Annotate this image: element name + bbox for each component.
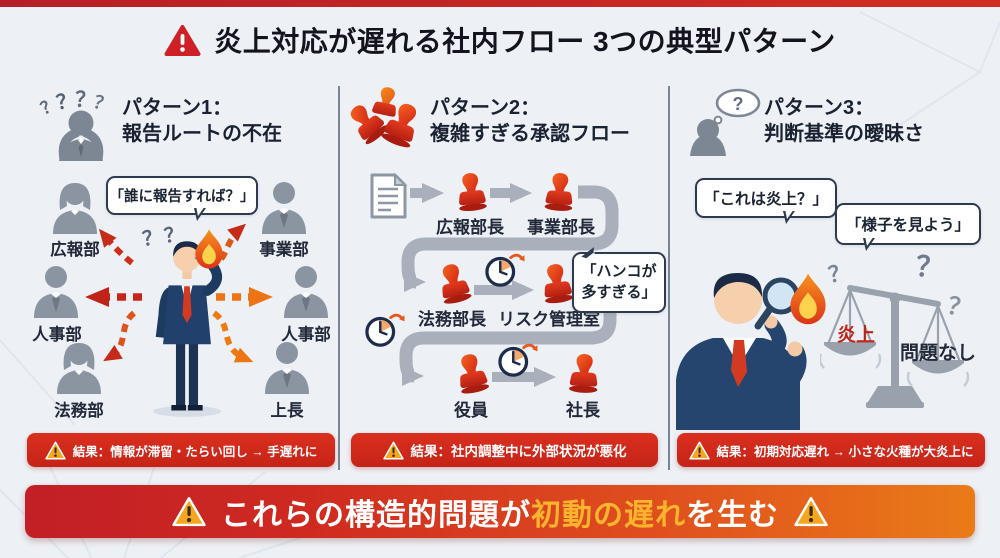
department-label: 事業部: [259, 241, 309, 259]
result-text: 結果：社内調整中に外部状況が悪化: [410, 444, 627, 459]
page-header: 炎上対応が遅れる社内フロー 3つの典型パターン: [0, 20, 1000, 60]
footer-banner: これらの構造的問題が初動の遅れを生む: [25, 485, 975, 538]
speech-text: 「ハンコが: [581, 263, 657, 281]
result-text: 結果：初期対応遅れ → 小さな火種が大炎上に: [716, 444, 974, 459]
top-accent-bar: [0, 0, 1000, 7]
businessman-illustration: [152, 241, 223, 417]
warning-icon: [794, 496, 828, 527]
footer-text-before: これらの構造的問題が: [221, 498, 531, 532]
department-label: 法務部: [54, 402, 104, 420]
step-label: リスク管理室: [498, 310, 600, 329]
pattern2-title-line2: 複雑すぎる承認フロー: [430, 123, 630, 145]
pattern3-title-line2: 判断基準の曖昧さ: [764, 123, 924, 145]
step-label: 広報部長: [436, 218, 504, 237]
question-mark: ?: [733, 94, 744, 114]
step-label: 社長: [566, 401, 600, 420]
pattern1-title-line2: 報告ルートの不在: [122, 123, 282, 145]
result-text: 結果：情報が滞留・たらい回し → 手遅れに: [72, 444, 318, 459]
stamp-icon: [451, 170, 492, 215]
stamp-icon: [540, 171, 580, 214]
flame-icon: [192, 228, 226, 270]
clock-icon: [364, 310, 406, 348]
column-divider-2: [668, 86, 670, 470]
step-label: 事業部長: [527, 218, 595, 237]
department-label: 人事部: [32, 326, 82, 344]
step-label: 法務部長: [418, 310, 486, 329]
thinking-person-icon: ?: [690, 88, 761, 156]
step-label: 役員: [454, 401, 488, 420]
pattern3-result-banner: 結果：初期対応遅れ → 小さな火種が大炎上に: [677, 433, 985, 467]
speech-text: 「これは炎上？」: [703, 191, 828, 208]
footer-text-highlight: 初動の遅れ: [531, 498, 686, 532]
speech-bubble-who-to-report: 「誰に報告すれば？」: [106, 176, 258, 221]
document-icon: [370, 172, 408, 219]
speech-bubble-is-this-crisis: 「これは炎上？」: [695, 178, 837, 224]
confused-person-icon: [58, 110, 104, 161]
pattern1-title: パターン1： 報告ルートの不在: [122, 95, 282, 147]
pattern3-title: パターン3： 判断基準の曖昧さ: [764, 95, 924, 147]
pattern1-result-banner: 結果：情報が滞留・たらい回し → 手遅れに: [27, 433, 335, 467]
stamp-icon: [564, 352, 604, 396]
scale-label-no-problem: 問題なし: [899, 343, 977, 364]
speech-text: 「様子を見よう」: [845, 217, 970, 234]
footer-text: これらの構造的問題が初動の遅れを生む: [221, 490, 779, 534]
speech-text: 「誰に報告すれば？」: [109, 189, 255, 205]
footer-text-after: を生む: [686, 498, 779, 532]
pattern1-title-line1: パターン1：: [122, 97, 233, 119]
scale-label-crisis: 炎上: [836, 325, 876, 346]
speech-text: 多すぎる」: [581, 283, 657, 301]
pattern3-title-line1: パターン3：: [764, 97, 875, 119]
stamps-cluster-icon: [348, 86, 420, 154]
department-label: 上長: [270, 402, 304, 420]
clock-icon: [497, 340, 539, 378]
warning-icon: [45, 441, 66, 459]
balance-scale-icon: [820, 285, 970, 408]
speech-bubble-wait-and-see: 「様子を見よう」: [835, 203, 981, 251]
warning-icon: [164, 24, 201, 56]
pattern2-title-line1: パターン2：: [430, 97, 541, 119]
column-divider-1: [338, 86, 340, 470]
department-label: 広報部: [50, 241, 100, 259]
warning-icon: [172, 496, 206, 527]
clock-icon: [484, 250, 526, 288]
pattern2-result-banner: 結果：社内調整中に外部状況が悪化: [351, 433, 658, 467]
department-label: 人事部: [281, 326, 331, 344]
warning-icon: [382, 441, 404, 459]
pattern2-title: パターン2： 複雑すぎる承認フロー: [430, 95, 630, 147]
page-title: 炎上対応が遅れる社内フロー 3つの典型パターン: [214, 26, 836, 57]
inspector-man-illustration: [676, 273, 807, 430]
warning-icon: [688, 441, 710, 459]
speech-bubble-too-many-stamps: 「ハンコが 多すぎる」: [572, 252, 666, 313]
